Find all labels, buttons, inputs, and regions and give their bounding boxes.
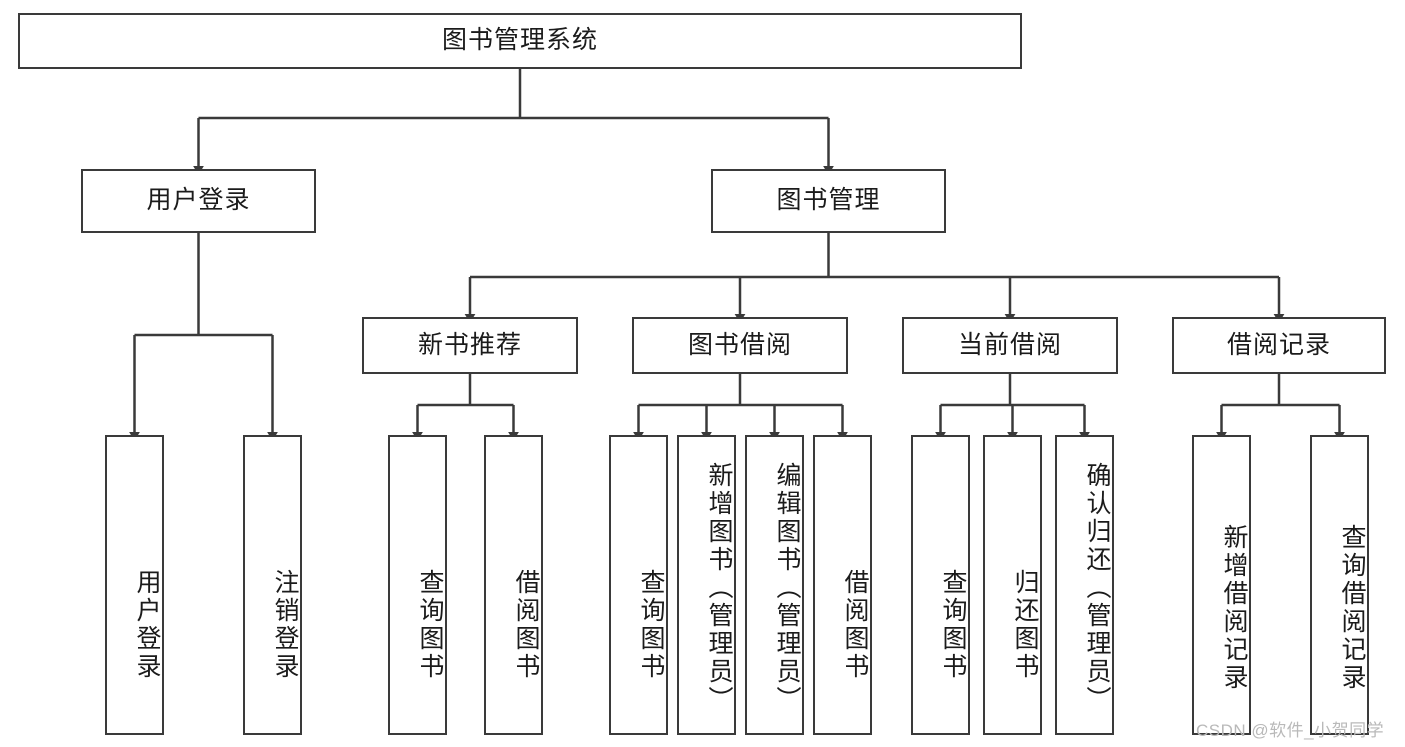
- node-leaf-6[interactable]: 新增图书（管理员）: [677, 435, 736, 735]
- node-current[interactable]: 当前借阅: [902, 317, 1118, 374]
- node-borrow[interactable]: 图书借阅: [632, 317, 848, 374]
- node-leaf-5[interactable]: 查询图书: [609, 435, 668, 735]
- node-leaf-2[interactable]: 注销登录: [243, 435, 302, 735]
- node-leaf-7[interactable]: 编辑图书（管理员）: [745, 435, 804, 735]
- node-records[interactable]: 借阅记录: [1172, 317, 1386, 374]
- node-leaf-1[interactable]: 用户登录: [105, 435, 164, 735]
- node-leaf-3[interactable]: 查询图书: [388, 435, 447, 735]
- node-leaf-13[interactable]: 查询借阅记录: [1310, 435, 1369, 735]
- node-leaf-4[interactable]: 借阅图书: [484, 435, 543, 735]
- node-leaf-11[interactable]: 确认归还（管理员）: [1055, 435, 1114, 735]
- node-leaf-8[interactable]: 借阅图书: [813, 435, 872, 735]
- node-leaf-10[interactable]: 归还图书: [983, 435, 1042, 735]
- node-leaf-9[interactable]: 查询图书: [911, 435, 970, 735]
- node-bookmgr[interactable]: 图书管理: [711, 169, 946, 233]
- csdn-watermark: CSDN @软件_小贺同学: [1196, 721, 1385, 740]
- node-leaf-12[interactable]: 新增借阅记录: [1192, 435, 1251, 735]
- node-login[interactable]: 用户登录: [81, 169, 316, 233]
- node-root[interactable]: 图书管理系统: [18, 13, 1022, 69]
- node-newbook[interactable]: 新书推荐: [362, 317, 578, 374]
